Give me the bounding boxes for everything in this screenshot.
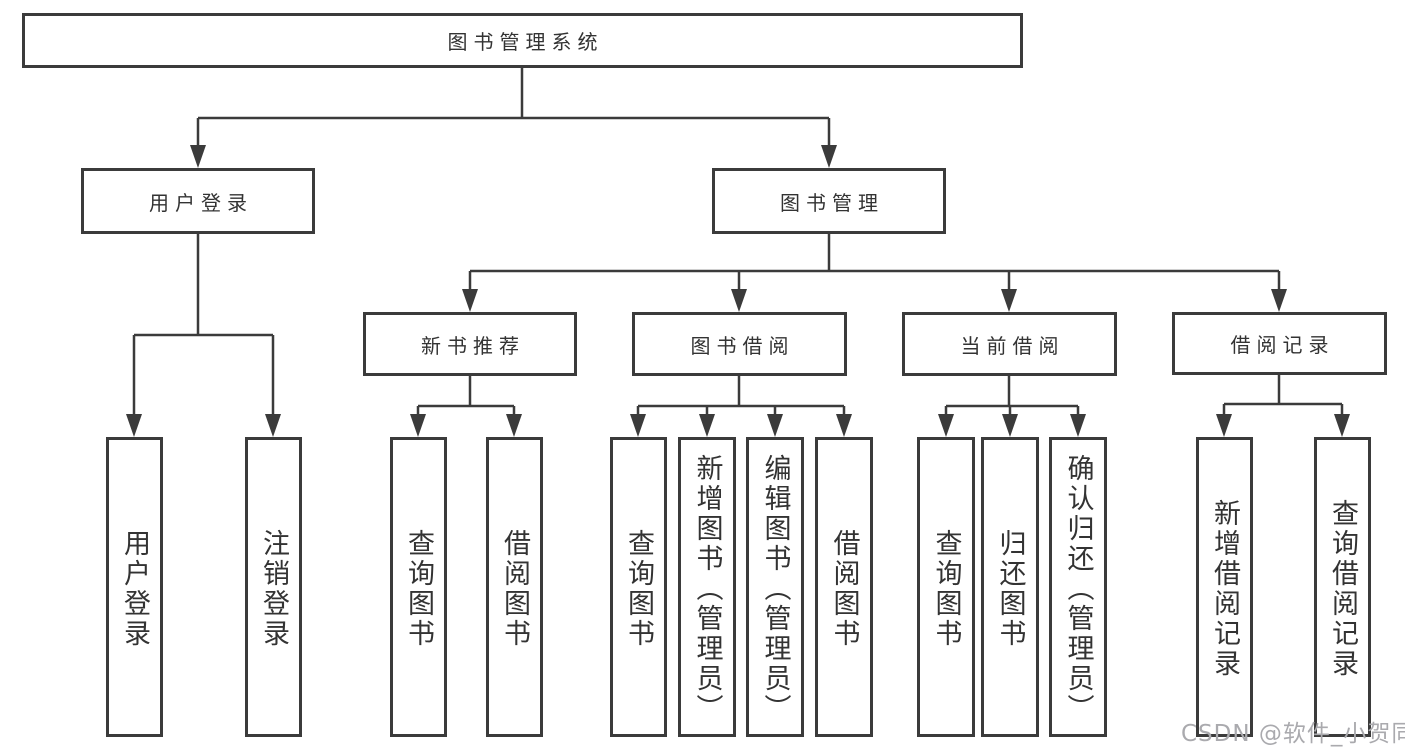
leaf-borrowing-query-label: 查询图书 <box>623 528 654 649</box>
leaf-current-confirm-admin-label: 确认归还（管理员） <box>1062 453 1094 724</box>
leaf-logout-label: 注销登录 <box>258 528 289 649</box>
leaf-newbooks-borrow-label: 借阅图书 <box>499 528 530 649</box>
node-root: 图书管理系统 <box>22 13 1023 68</box>
node-current-borrowing: 当前借阅 <box>902 312 1117 376</box>
node-borrowing-records-label: 借阅记录 <box>1230 333 1335 357</box>
node-new-book-recommendation: 新书推荐 <box>363 312 577 376</box>
leaf-records-query: 查询借阅记录 <box>1314 437 1371 737</box>
leaf-newbooks-query: 查询图书 <box>390 437 447 737</box>
leaf-newbooks-query-label: 查询图书 <box>403 528 434 649</box>
leaf-borrowing-edit-admin-label: 编辑图书（管理员） <box>759 453 791 724</box>
node-book-management-label: 图书管理 <box>780 190 884 215</box>
node-book-borrowing-label: 图书借阅 <box>690 333 795 358</box>
leaf-newbooks-borrow: 借阅图书 <box>486 437 543 737</box>
leaf-current-return: 归还图书 <box>981 437 1039 737</box>
node-borrowing-records: 借阅记录 <box>1172 312 1387 375</box>
node-book-borrowing: 图书借阅 <box>632 312 847 376</box>
leaf-borrowing-add-admin-label: 新增图书（管理员） <box>691 453 723 724</box>
leaf-current-return-label: 归还图书 <box>994 528 1026 649</box>
leaf-user-login: 用户登录 <box>106 437 163 737</box>
leaf-user-login-label: 用户登录 <box>119 528 150 649</box>
leaf-current-query-label: 查询图书 <box>930 528 962 649</box>
node-root-label: 图书管理系统 <box>447 30 604 54</box>
leaf-borrowing-borrow-label: 借阅图书 <box>828 528 860 649</box>
leaf-current-query: 查询图书 <box>917 437 975 737</box>
leaf-borrowing-edit-admin: 编辑图书（管理员） <box>746 437 804 737</box>
leaf-records-query-label: 查询借阅记录 <box>1327 498 1358 679</box>
node-new-book-recommendation-label: 新书推荐 <box>421 333 525 358</box>
leaf-borrowing-add-admin: 新增图书（管理员） <box>678 437 736 737</box>
leaf-records-add-label: 新增借阅记录 <box>1209 498 1240 679</box>
connector-arrows <box>126 145 1350 437</box>
leaf-borrowing-borrow: 借阅图书 <box>815 437 873 737</box>
leaf-current-confirm-admin: 确认归还（管理员） <box>1049 437 1107 737</box>
node-user-login: 用户登录 <box>81 168 315 234</box>
leaf-records-add: 新增借阅记录 <box>1196 437 1253 737</box>
node-current-borrowing-label: 当前借阅 <box>960 333 1065 358</box>
csdn-watermark: CSDN @软件_小贺同学 <box>1181 721 1405 747</box>
leaf-logout: 注销登录 <box>245 437 302 737</box>
node-user-login-label: 用户登录 <box>149 190 253 215</box>
node-book-management: 图书管理 <box>712 168 946 234</box>
leaf-borrowing-query: 查询图书 <box>610 437 667 737</box>
